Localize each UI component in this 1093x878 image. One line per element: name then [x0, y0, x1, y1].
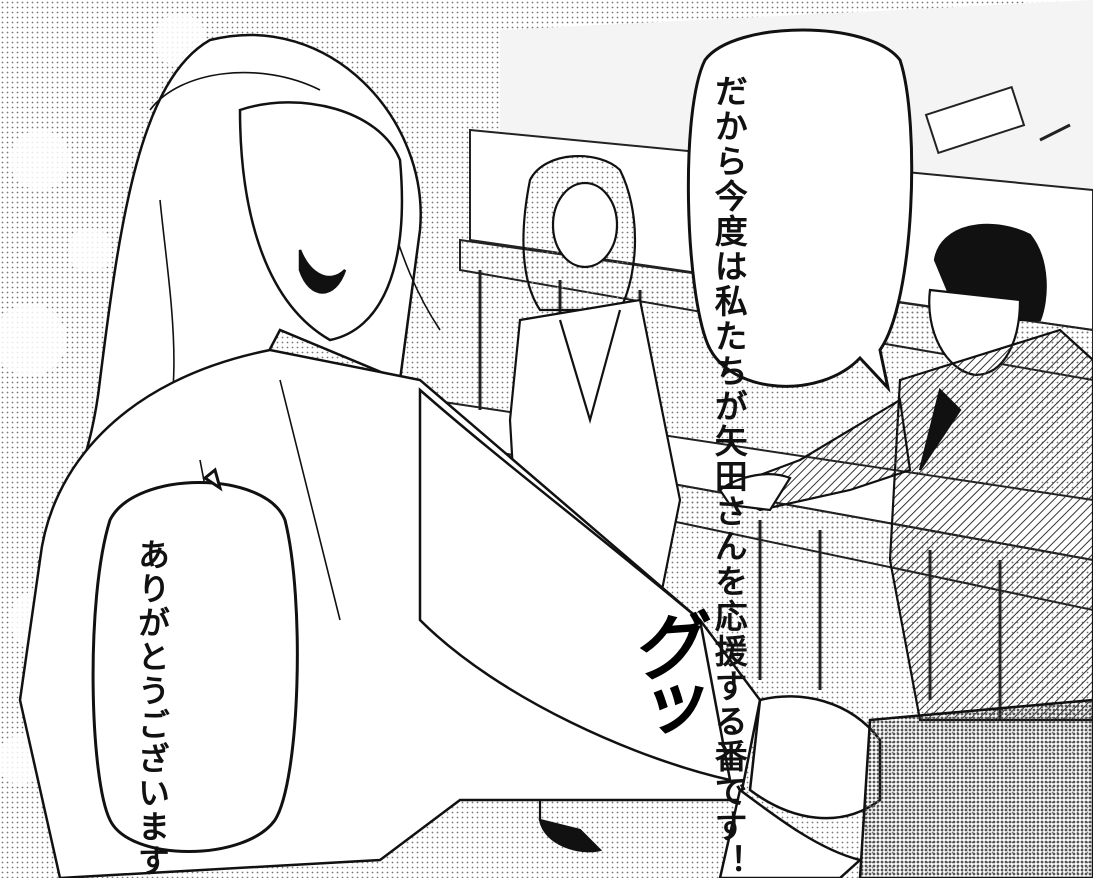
speech-text-bottom: ありがとうございます…！: [133, 538, 171, 878]
speech-bubble-bottom: [91, 481, 299, 853]
speech-bubble-top: [686, 28, 914, 393]
handshake: [718, 695, 1093, 878]
sound-effect: グッ: [617, 605, 713, 739]
speech-text-top: だから今度は私たちが矢田さんを応援する番です！: [708, 74, 749, 878]
right-man: [717, 223, 1093, 722]
speech-bubble-bottom-tail: [202, 467, 223, 492]
